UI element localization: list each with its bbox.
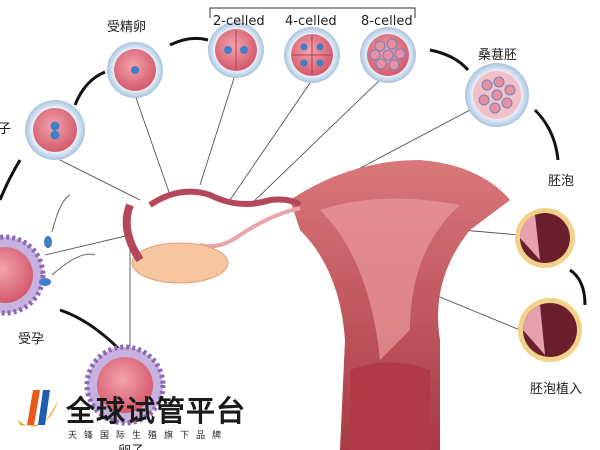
morula (465, 63, 529, 127)
egg-bottom (84, 344, 166, 426)
label-zygote: 受精卵 (107, 20, 147, 35)
logo-title: 全球试管平台 (66, 394, 247, 428)
two-cell-embryo (208, 22, 264, 78)
label-2-celled: 2-celled (213, 14, 265, 29)
logo-mark (18, 390, 58, 427)
label-blastocyst: 胚泡 (548, 174, 575, 189)
two-pronuclei-cell (25, 100, 85, 160)
label-egg: 卵子 (118, 440, 144, 450)
four-cell-embryo (284, 27, 340, 83)
implanted-blastocyst (518, 298, 582, 362)
cleavage-bracket (209, 7, 416, 18)
egg-with-corona (0, 234, 46, 316)
zygote-cell (107, 42, 163, 98)
uterus-illustration (122, 160, 510, 450)
eight-cell-embryo (360, 27, 416, 83)
label-morula: 桑葚胚 (478, 48, 518, 63)
label-8-celled: 8-celled (361, 14, 413, 29)
label-4-celled: 4-celled (285, 14, 337, 29)
sperm-icons (39, 194, 96, 286)
logo-subtitle: 天锋国际生殖旗下品牌 (68, 431, 229, 441)
label-conception: 受孕 (18, 332, 45, 347)
blastocyst (515, 208, 575, 268)
cycle-arrows (0, 36, 587, 352)
label-partial: 子 (0, 122, 12, 137)
label-implantation: 胚泡植入 (530, 382, 583, 397)
